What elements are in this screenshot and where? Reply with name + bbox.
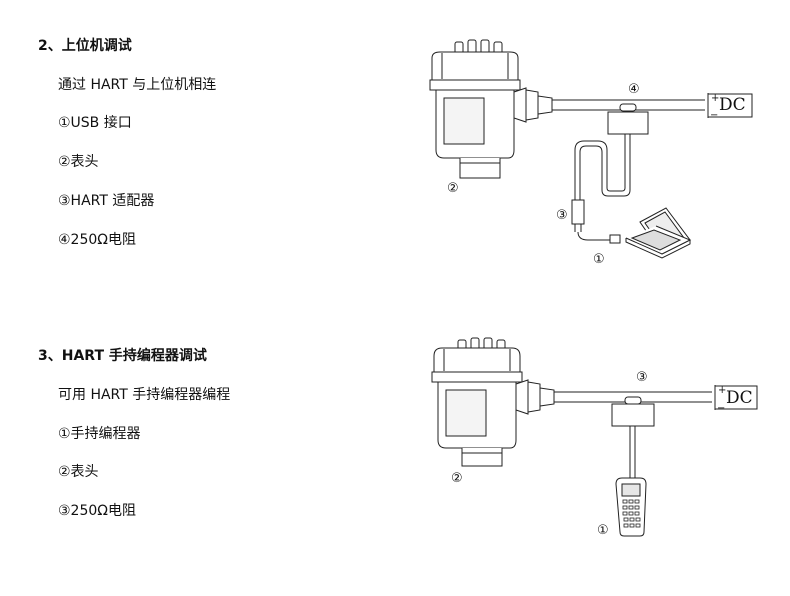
dc-minus-2: − (717, 403, 725, 414)
dc-label-1: DC (719, 95, 746, 115)
section3-item-4: ③250Ω电阻 (58, 503, 136, 519)
resistor-box-2 (611, 396, 655, 427)
dc-label-2: DC (726, 388, 753, 408)
dc-power-box-1 (707, 93, 753, 118)
diagram1 (429, 39, 753, 259)
section2-item-4: ③HART 适配器 (58, 193, 155, 209)
label-resistor-2: ③ (636, 370, 648, 385)
laptop (625, 207, 692, 259)
label-usb-1: ① (593, 252, 605, 267)
dc-plus-1: + (711, 93, 719, 104)
label-handheld-2: ① (597, 523, 609, 538)
label-resistor-1: ④ (628, 82, 640, 97)
section3-item-2: ①手持编程器 (58, 426, 141, 442)
section3-item-3: ②表头 (58, 464, 99, 480)
hart-adapter (571, 199, 585, 232)
section3-item-1: 可用 HART 手持编程器编程 (58, 387, 231, 403)
diagram2 (431, 337, 758, 537)
dc-plus-2: + (718, 385, 726, 396)
dc-minus-1: − (710, 110, 718, 121)
section2-heading: 2、上位机调试 (38, 38, 132, 54)
handheld-programmer (615, 477, 647, 537)
transmitter-head-2 (431, 337, 555, 467)
section2-item-3: ②表头 (58, 154, 99, 170)
label-meter-2: ② (451, 471, 463, 486)
section3-heading: 3、HART 手持编程器调试 (38, 348, 207, 364)
section2-item-2: ①USB 接口 (58, 115, 132, 131)
label-meter-1: ② (447, 181, 459, 196)
resistor-box-1 (607, 103, 649, 135)
label-adapter-1: ③ (556, 208, 568, 223)
transmitter-head-1 (429, 39, 553, 179)
dc-power-box-2 (714, 385, 758, 410)
section2-item-1: 通过 HART 与上位机相连 (58, 77, 217, 93)
section2-item-5: ④250Ω电阻 (58, 232, 136, 248)
